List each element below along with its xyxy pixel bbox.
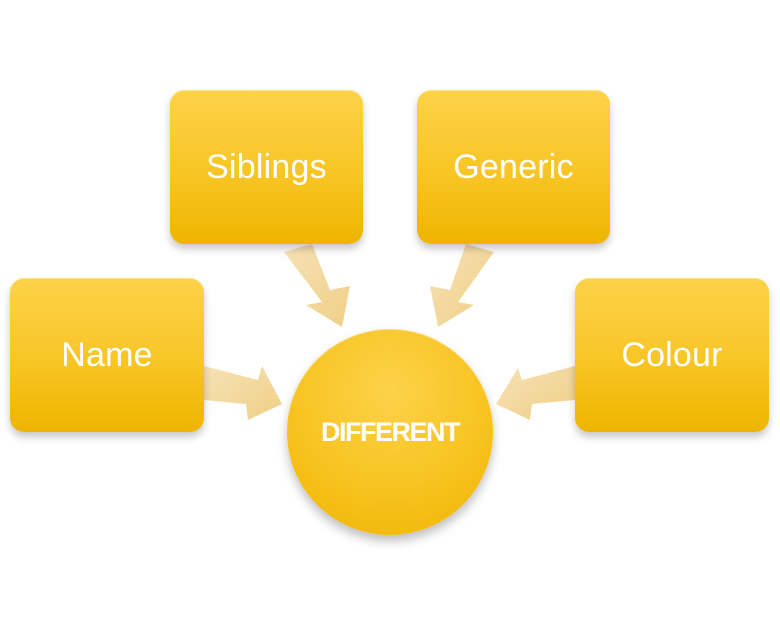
node-generic-label: Generic xyxy=(453,147,574,186)
arrow-colour-to-center xyxy=(496,366,575,420)
arrow-name-to-center xyxy=(204,366,282,420)
node-colour-label: Colour xyxy=(621,335,723,374)
node-siblings: Siblings xyxy=(170,90,363,244)
center-node: DIFFERENT xyxy=(287,329,493,535)
node-generic: Generic xyxy=(417,90,610,244)
center-node-label: DIFFERENT xyxy=(321,416,461,447)
arrow-siblings-to-center xyxy=(284,244,350,327)
arrow-generic-to-center xyxy=(430,244,494,327)
node-name-label: Name xyxy=(61,335,153,374)
node-siblings-label: Siblings xyxy=(206,147,327,186)
node-colour: Colour xyxy=(575,278,769,432)
node-name: Name xyxy=(10,278,204,432)
